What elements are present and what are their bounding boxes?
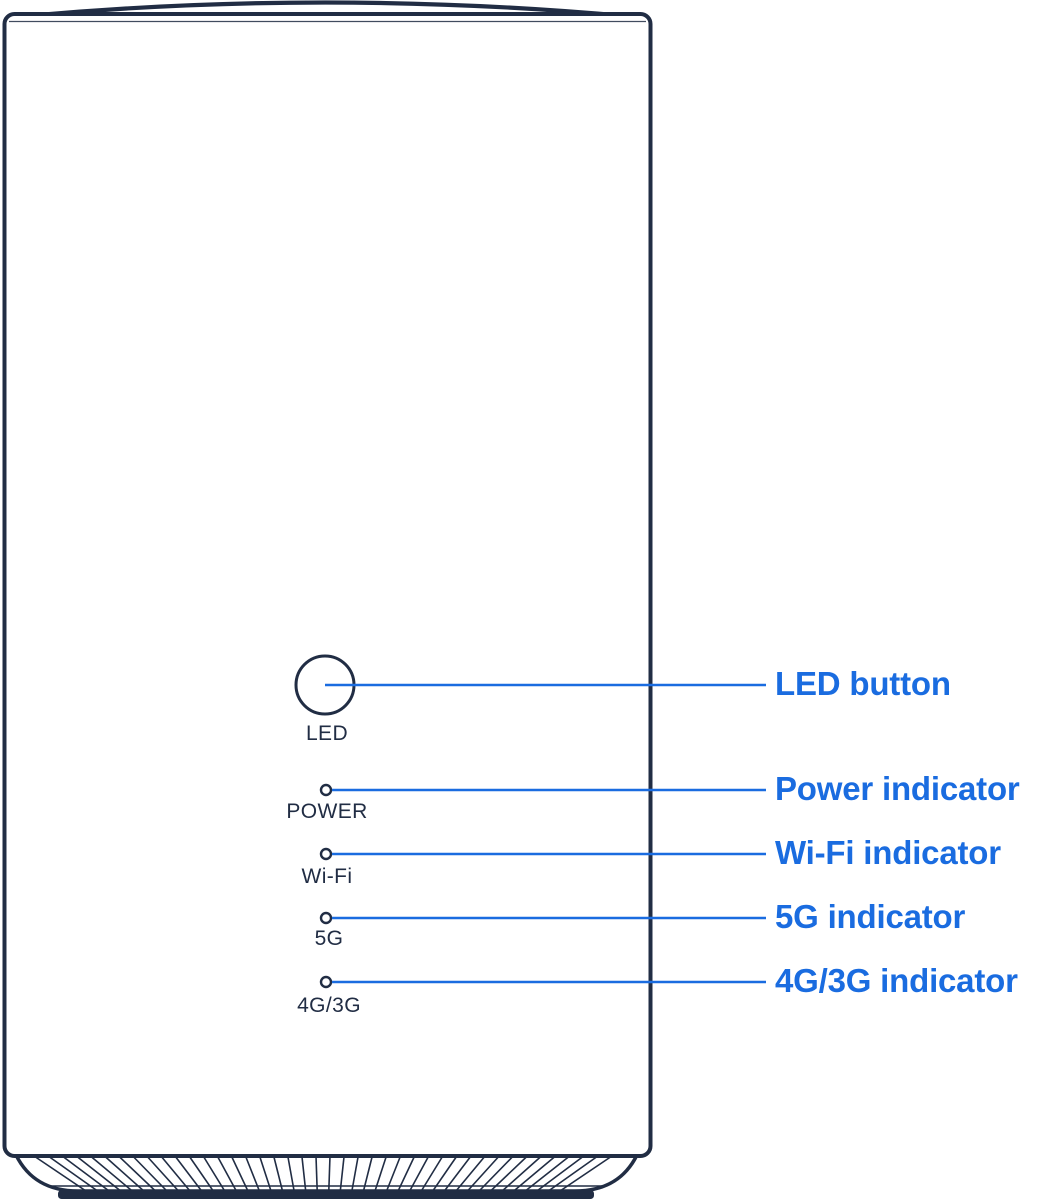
callout-label-power-indicator: Power indicator — [775, 770, 1020, 808]
power-indicator-label: POWER — [286, 800, 368, 823]
callout-label-4g3g-indicator: 4G/3G indicator — [775, 962, 1018, 1000]
5g-indicator-light — [319, 911, 333, 925]
wifi-indicator-light — [319, 847, 333, 861]
wifi-indicator-label: Wi-Fi — [301, 865, 353, 888]
callout-label-wifi-indicator: Wi-Fi indicator — [775, 834, 1001, 872]
callout-label-5g-indicator: 5G indicator — [775, 898, 966, 936]
led-button-label: LED — [305, 722, 349, 745]
callout-label-led-button: LED button — [775, 665, 951, 703]
5g-indicator-label: 5G — [314, 927, 344, 950]
device-top-cap — [25, 0, 626, 19]
device-body — [2, 12, 653, 1158]
base-foot-bar — [58, 1190, 594, 1199]
power-indicator-light — [319, 783, 333, 797]
base-vent-grille — [33, 1155, 615, 1191]
4g3g-indicator-light — [319, 975, 333, 989]
4g3g-indicator-label: 4G/3G — [297, 994, 361, 1017]
